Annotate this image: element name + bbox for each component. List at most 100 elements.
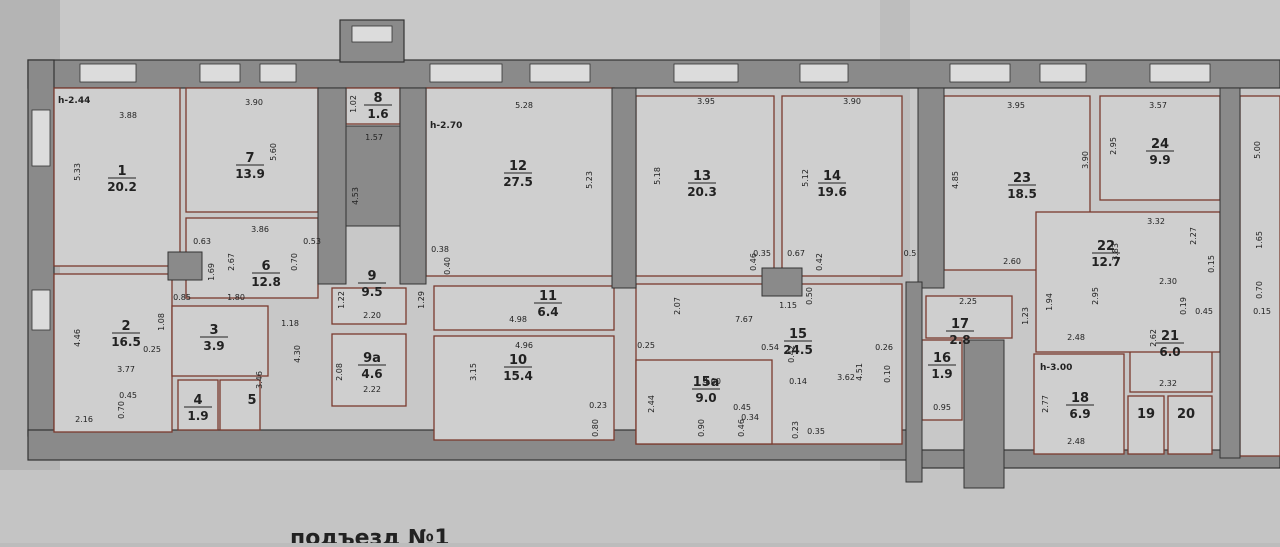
wall-stair-right (399, 87, 427, 285)
room-area: 15.4 (503, 369, 533, 383)
room-number: 15a (693, 375, 720, 390)
room-number: 19 (1137, 407, 1155, 422)
room-labels: 120.2216.533.941.95612.8713.981.699.59a4… (107, 91, 1195, 423)
dimension-label: 3.32 (1147, 217, 1165, 226)
height-label: h-3.00 (1040, 363, 1072, 373)
dimension-label: 0.46 (749, 253, 758, 271)
stair-box (963, 339, 1005, 489)
room-area: 19.6 (817, 185, 847, 199)
windows (31, 25, 1211, 331)
room-number: 12 (509, 159, 527, 174)
room-area: 1.9 (187, 409, 208, 423)
dimension-label: 4.46 (73, 329, 82, 347)
room-12 (425, 87, 615, 277)
dimension-label: 0.70 (290, 253, 299, 271)
dimension-label: 0.90 (697, 419, 706, 437)
room-east (1239, 95, 1280, 457)
dimension-label: 3.83 (1111, 243, 1120, 261)
column (761, 267, 803, 297)
room-number: 2 (121, 319, 130, 334)
dimension-label: 5.33 (73, 163, 82, 181)
room-19 (1127, 395, 1165, 455)
dimension-label: 0.38 (431, 245, 449, 254)
room-area: 3.9 (203, 339, 224, 353)
paper-bottom-area (0, 470, 1280, 543)
dimension-label: 2.30 (1159, 277, 1177, 286)
room-number: 3 (209, 323, 218, 338)
dimension-label: 0.80 (591, 419, 600, 437)
dimension-label: 0.25 (143, 345, 161, 354)
window (259, 63, 297, 83)
room-area: 12.8 (251, 275, 281, 289)
dimension-label: 0.35 (753, 249, 771, 258)
room-number: 6 (261, 259, 270, 274)
room-number: 8 (373, 91, 382, 106)
dimension-label: 4.96 (515, 341, 533, 350)
room-7 (185, 87, 319, 213)
rooms (53, 87, 1280, 457)
dimension-label: 5.23 (585, 171, 594, 189)
dimension-label: 5.28 (515, 101, 533, 110)
room-area: 9.5 (361, 285, 382, 299)
room-number: 4 (193, 393, 202, 408)
room-area: 16.5 (111, 335, 141, 349)
room-18 (1033, 353, 1125, 455)
room-3 (171, 305, 269, 377)
dimension-label: 2.48 (1067, 333, 1085, 342)
window (949, 63, 1011, 83)
dimension-label: 0.35 (807, 427, 825, 436)
dimension-label: 0.14 (789, 377, 807, 386)
dimension-label: 5.60 (269, 143, 278, 161)
dimension-label: 1.18 (281, 319, 299, 328)
dimension-label: 3.62 (837, 373, 855, 382)
window (429, 63, 503, 83)
dimension-label: 4.53 (351, 187, 360, 205)
dimension-label: 1.22 (337, 291, 346, 309)
room-number: 23 (1013, 171, 1031, 186)
dimension-label: 0.54 (761, 343, 779, 352)
dimension-label: 0.67 (787, 249, 805, 258)
window (79, 63, 137, 83)
dimension-label: 0.26 (875, 343, 893, 352)
room-number: 16 (933, 351, 951, 366)
dimension-label: 2.32 (1159, 379, 1177, 388)
column (167, 251, 203, 281)
dimension-label: 2.60 (1003, 257, 1021, 266)
dimension-labels: 3.885.333.905.600.633.860.532.671.690.70… (73, 95, 1271, 446)
room-15a (635, 359, 773, 445)
dimension-label: 1.15 (779, 301, 797, 310)
dimension-label: 1.29 (417, 291, 426, 309)
room-area: 20.2 (107, 180, 137, 194)
dimension-label: 0.10 (883, 365, 892, 383)
room-area: 6.9 (1069, 407, 1090, 421)
window (1149, 63, 1211, 83)
dimension-label: 2.07 (673, 297, 682, 315)
dimension-label: 0.23 (589, 401, 607, 410)
wall-east-1 (917, 87, 945, 289)
room-20 (1167, 395, 1213, 455)
dimension-label: 0.45 (119, 391, 137, 400)
room-13 (635, 95, 775, 277)
dimension-label: 2.20 (363, 311, 381, 320)
room-area: 12.7 (1091, 255, 1121, 269)
room-number: 24 (1151, 137, 1169, 152)
room-4 (177, 379, 219, 431)
room-14 (781, 95, 903, 277)
room-number: 11 (539, 289, 557, 304)
dimension-label: 0.63 (193, 237, 211, 246)
window (799, 63, 849, 83)
dimension-label: 4.98 (509, 315, 527, 324)
dimension-label: 0.70 (1255, 281, 1264, 299)
dimension-label: 3.90 (245, 98, 263, 107)
room-area: 6.0 (1159, 345, 1180, 359)
room-area: 24.5 (783, 343, 813, 357)
dimension-label: 4.85 (951, 171, 960, 189)
dimension-label: 2.22 (363, 385, 381, 394)
room-area: 20.3 (687, 185, 717, 199)
room-8 (345, 87, 401, 125)
room-22 (1035, 211, 1221, 353)
room-area: 1.9 (931, 367, 952, 381)
entrance-caption: подъезд №1 (290, 526, 450, 543)
window (529, 63, 591, 83)
